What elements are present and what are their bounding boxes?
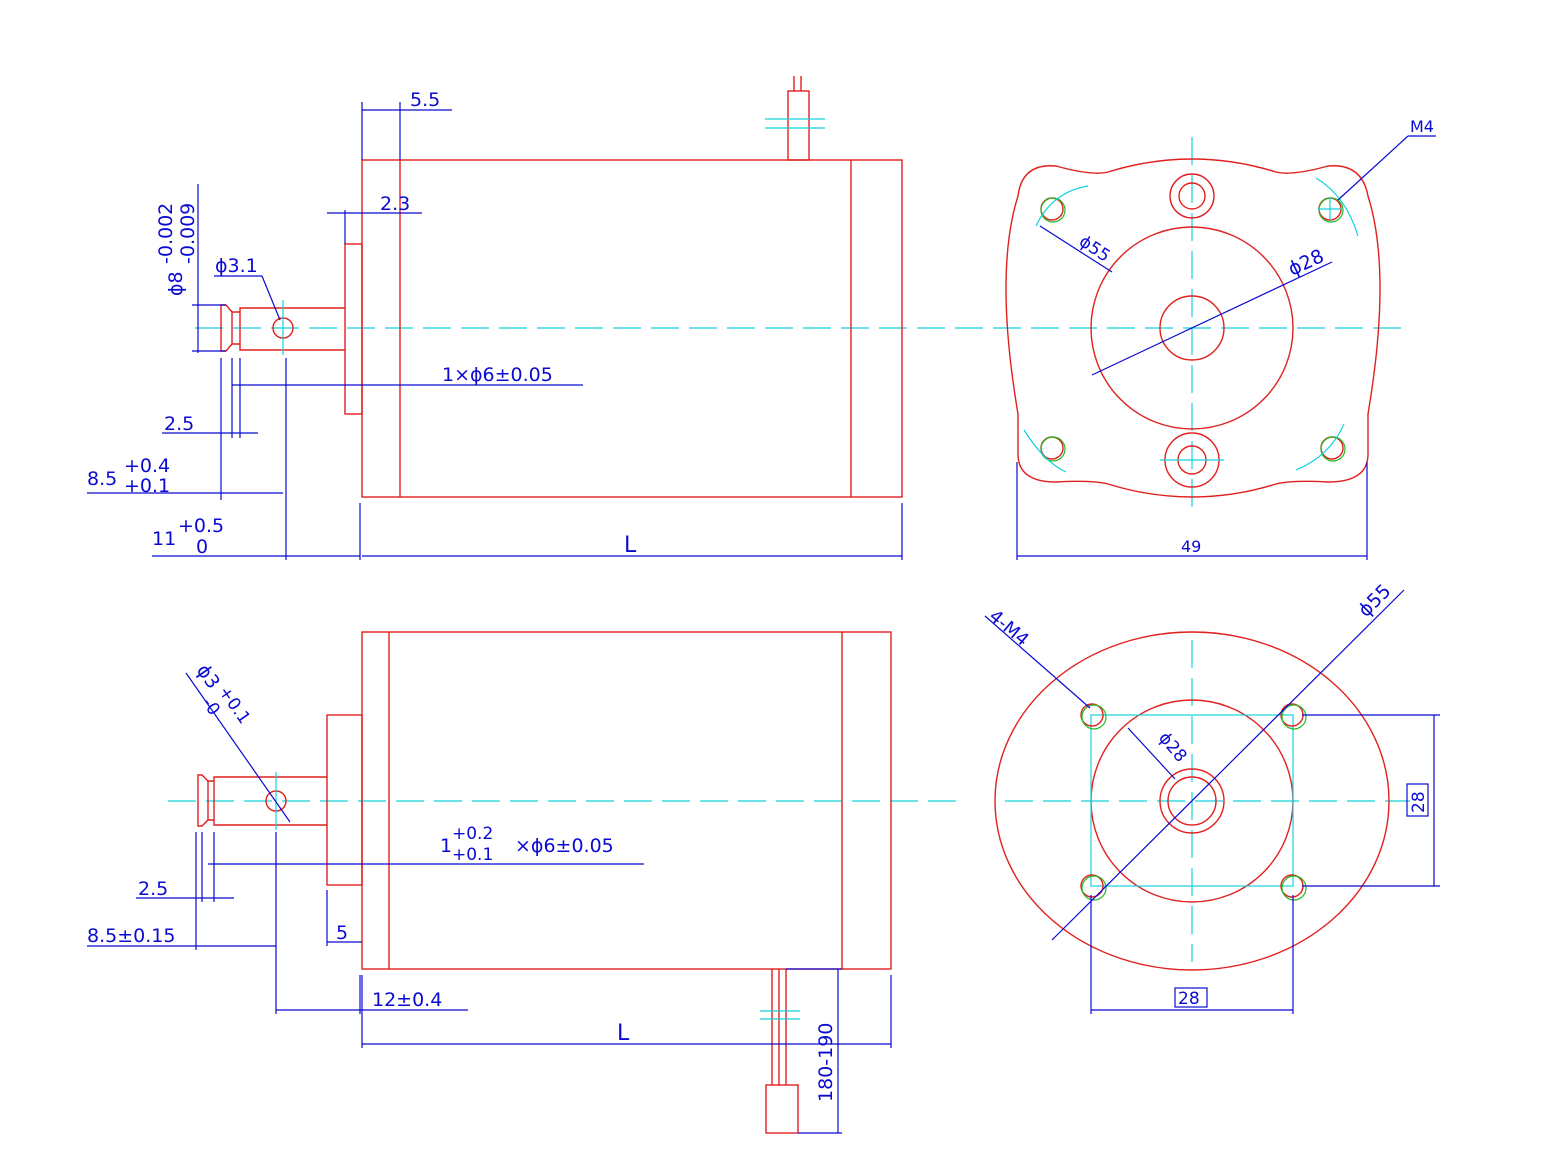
bottom-end-view: 4-M4 ϕ55 ϕ28 28 28 bbox=[984, 580, 1440, 1014]
dim-shaft-tol-lower: -0.009 bbox=[177, 203, 199, 264]
dim-pin: 1×ϕ6±0.05 bbox=[442, 364, 553, 386]
dim-thread-2: 4-M4 bbox=[985, 606, 1033, 651]
flange-boss-2 bbox=[326, 714, 363, 886]
shaft-bore bbox=[1159, 295, 1225, 361]
dim-groove-pos: 8.5 bbox=[87, 468, 117, 490]
dim-groove-width: 2.5 bbox=[164, 413, 194, 435]
dim-pilot-dia: ϕ28 bbox=[1285, 245, 1328, 280]
dim-pin-suffix: ×ϕ6±0.05 bbox=[515, 835, 614, 857]
dim-pilot-dia-2: ϕ28 bbox=[1154, 728, 1190, 766]
top-side-view: 5.5 2.3 ϕ8 -0.002 -0.009 ϕ3.1 1×ϕ6±0.05 … bbox=[87, 76, 1410, 560]
dim-boss-step: 2.3 bbox=[380, 193, 410, 215]
dim-shaft-length-tol-upper: +0.5 bbox=[178, 515, 224, 537]
flange-outline bbox=[1005, 158, 1381, 498]
dim-pin-hole: ϕ3.1 bbox=[215, 255, 258, 277]
dim-shaft-length: 11 bbox=[152, 528, 176, 550]
dim-width: 49 bbox=[1181, 537, 1201, 556]
dim-pin-len-tol-lower: +0.1 bbox=[452, 845, 493, 865]
shaft bbox=[239, 307, 345, 351]
dim-hole-spacing-x: 28 bbox=[1178, 989, 1200, 1009]
dim-groove-width-2: 2.5 bbox=[138, 878, 168, 900]
pilot-circle bbox=[1090, 226, 1294, 430]
top-end-view: M4 ϕ55 ϕ28 49 bbox=[1005, 117, 1436, 560]
shaft-2 bbox=[213, 776, 327, 826]
dim-outer-dia: ϕ55 bbox=[1354, 580, 1396, 622]
dim-boss: 5 bbox=[336, 922, 348, 944]
dim-groove-pos-2: 8.5±0.15 bbox=[87, 925, 175, 947]
dim-body-length-2: L bbox=[617, 1021, 630, 1046]
dim-shaft-tol-upper: -0.002 bbox=[155, 203, 177, 264]
dim-hole-spacing-y: 28 bbox=[1409, 791, 1429, 813]
lead-wire bbox=[787, 90, 810, 161]
dim-shaft-length-tol-lower: 0 bbox=[196, 536, 208, 558]
bottom-side-view: ϕ3 +0.1 -0 1 +0.2 +0.1 ×ϕ6±0.05 2.5 8.5±… bbox=[87, 631, 958, 1134]
flange-boss bbox=[344, 243, 363, 415]
dim-thread: M4 bbox=[1410, 117, 1434, 136]
dim-groove-pos-tol-upper: +0.4 bbox=[124, 455, 170, 477]
dim-pin-len: 1 bbox=[440, 835, 452, 857]
dim-shaft-length-2: 12±0.4 bbox=[372, 989, 442, 1011]
dim-body-length: L bbox=[624, 533, 637, 558]
dim-flange-thickness: 5.5 bbox=[410, 89, 440, 111]
dim-groove-pos-tol-lower: +0.1 bbox=[124, 475, 170, 497]
connector bbox=[765, 1084, 799, 1134]
dim-pin-len-tol-upper: +0.2 bbox=[452, 824, 493, 844]
dim-shaft-dia: ϕ8 bbox=[165, 271, 187, 296]
outer-circle bbox=[994, 631, 1390, 971]
dim-lead-length: 180-190 bbox=[815, 1023, 837, 1102]
